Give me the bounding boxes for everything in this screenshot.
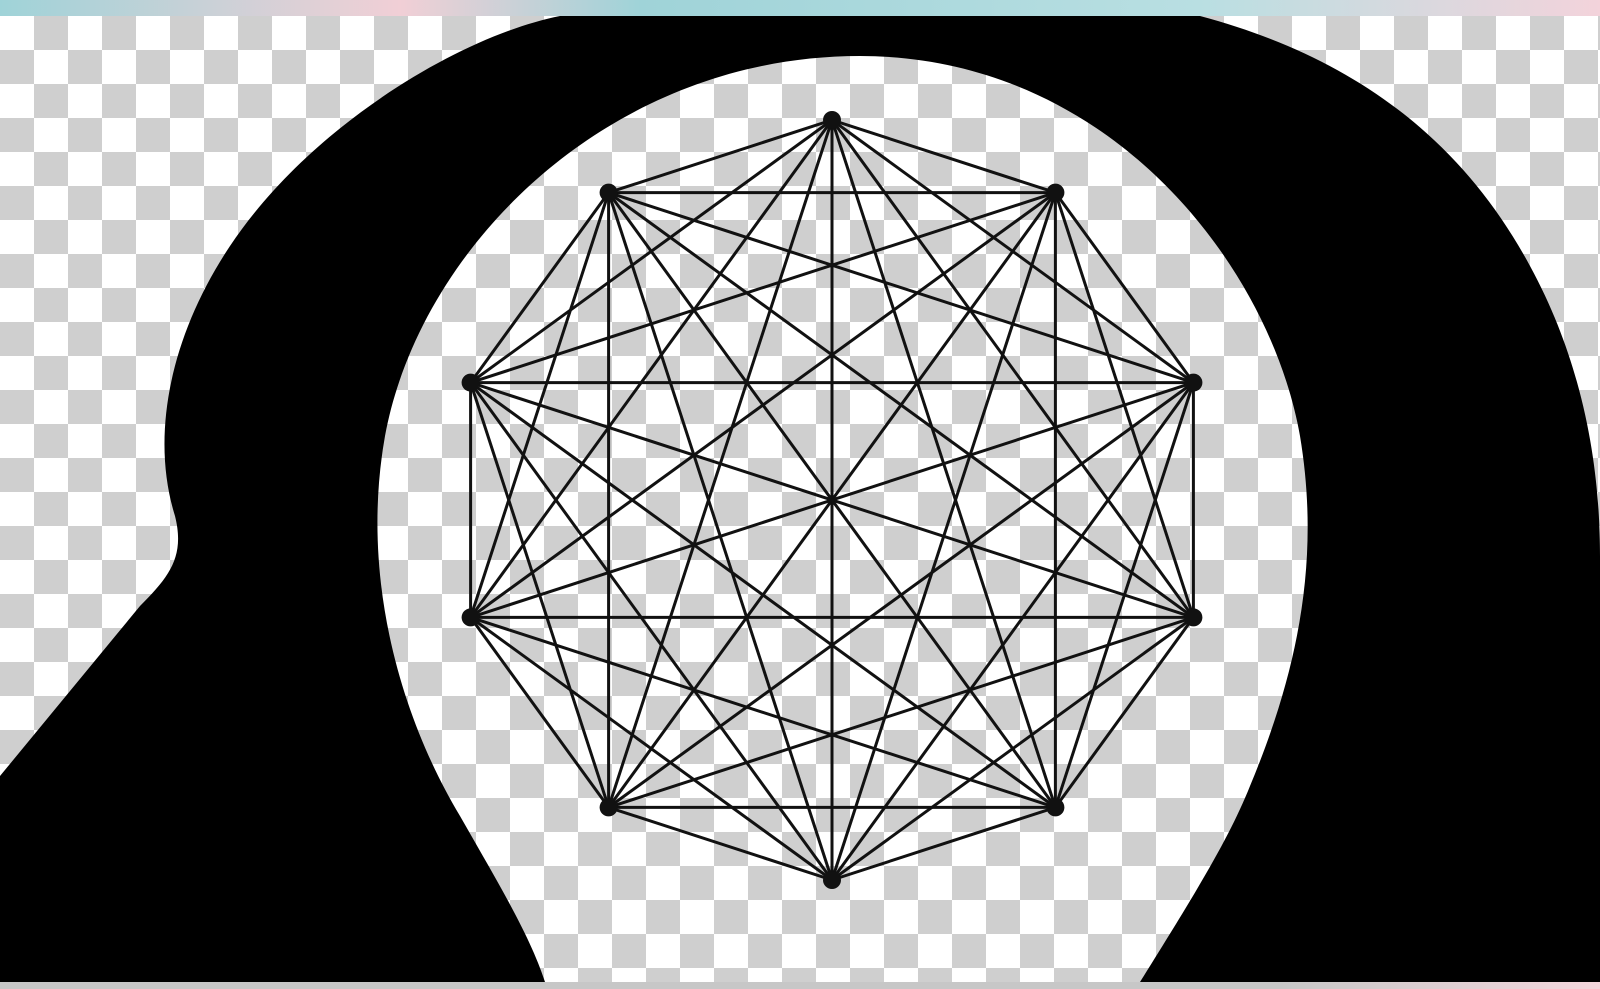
graph-edge [471,120,832,617]
graph-edge [471,617,609,807]
graph-vertex [823,111,841,129]
graph-edge [471,383,1056,808]
graph-edge [471,193,1056,383]
graph-vertex [1184,608,1202,626]
graph-edge [471,193,609,618]
graph-edge [609,193,1194,383]
graph-edge [832,120,1193,617]
graph-edge [832,383,1193,880]
graph-vertex [823,871,841,889]
graph-edge [609,193,832,880]
graph-vertex [462,608,480,626]
graph-edge [471,383,832,880]
graph-edge [471,617,832,880]
graph-vertex [1184,374,1202,392]
graph-edge [832,807,1055,880]
top-color-strip [0,0,1600,16]
complete-graph-icon [462,111,1203,889]
graph-edge [609,807,832,880]
graph-vertex [1046,184,1064,202]
graph-vertex [600,798,618,816]
graph-edge [471,383,609,808]
graph-edge [609,617,1194,807]
graph-edge [832,120,1055,193]
graph-vertex [462,374,480,392]
graph-vertex [1046,798,1064,816]
graph-edge [1055,193,1193,383]
bottom-color-strip [0,982,1600,989]
graph-edge [609,120,832,193]
graph-edge [471,617,1056,807]
graph-vertex [600,184,618,202]
graph-edge [1055,617,1193,807]
head-silhouette-icon [0,16,1600,982]
graph-edge [609,193,1194,618]
